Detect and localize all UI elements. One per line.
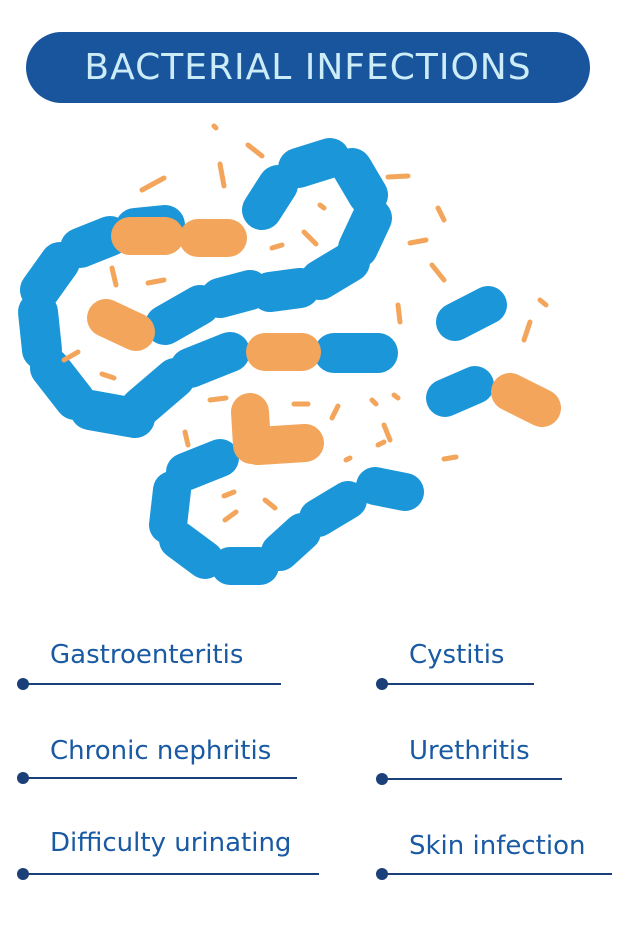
condition-item-urethritis: Urethritis: [376, 736, 596, 786]
condition-label: Cystitis: [409, 640, 505, 670]
condition-item-chronic-nephritis: Chronic nephritis: [17, 736, 331, 786]
underline-rule: [23, 777, 297, 779]
bullet-dot: [376, 678, 388, 690]
bullet-dot: [376, 868, 388, 880]
underline-rule: [382, 778, 562, 780]
bullet-dot: [17, 868, 29, 880]
condition-item-gastroenteritis: Gastroenteritis: [17, 640, 315, 690]
condition-item-difficulty-urinating: Difficulty urinating: [17, 828, 353, 880]
orange-particles: [61, 123, 549, 523]
bacteria-cluster-illustration: [18, 123, 561, 585]
condition-label: Difficulty urinating: [50, 828, 292, 858]
condition-label: Chronic nephritis: [50, 736, 272, 766]
underline-rule: [382, 873, 612, 875]
bullet-dot: [17, 678, 29, 690]
underline-rule: [382, 683, 534, 685]
condition-label: Gastroenteritis: [50, 640, 244, 670]
orange-bacilli: [87, 217, 561, 465]
title-banner: BACTERIAL INFECTIONS: [26, 32, 590, 103]
blue-bacteria-chain: [18, 138, 398, 438]
condition-label: Urethritis: [409, 736, 530, 766]
condition-item-skin-infection: Skin infection: [376, 831, 620, 881]
bullet-dot: [376, 773, 388, 785]
blue-bacteria-lower-chain: [149, 439, 424, 585]
page-title: BACTERIAL INFECTIONS: [84, 47, 532, 88]
underline-rule: [23, 683, 281, 685]
underline-rule: [23, 873, 319, 875]
blue-bacilli-scattered: [426, 286, 507, 417]
bullet-dot: [17, 772, 29, 784]
condition-item-cystitis: Cystitis: [376, 640, 568, 690]
condition-label: Skin infection: [409, 831, 586, 861]
